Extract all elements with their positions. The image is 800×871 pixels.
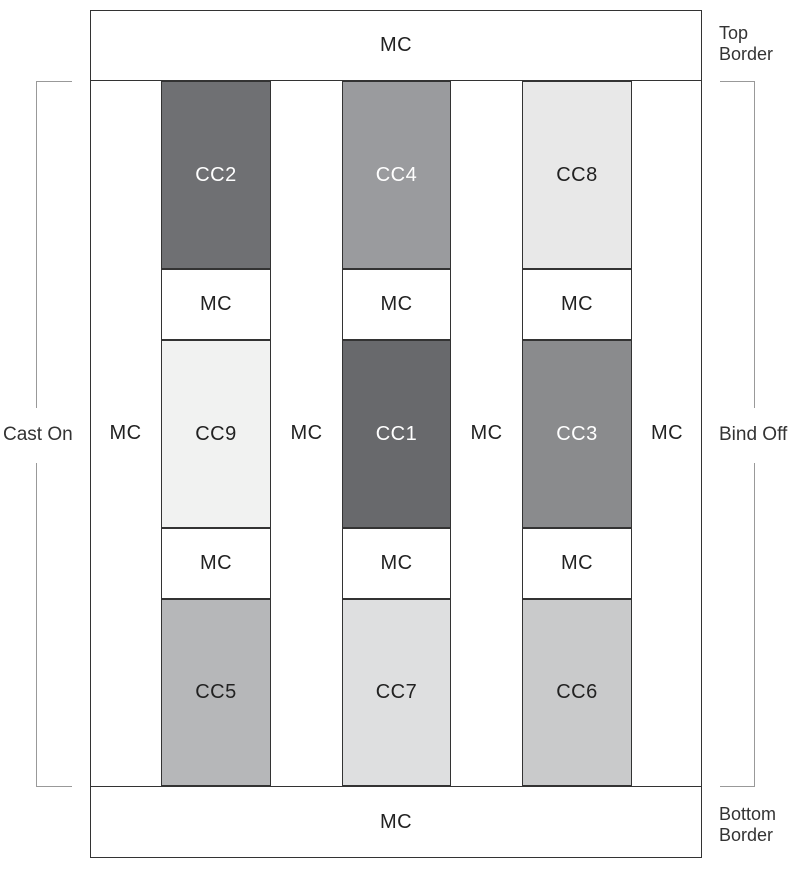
bottom-border-caption: Bottom Border <box>719 804 776 846</box>
block-label: MC <box>380 293 413 315</box>
block-label: CC8 <box>556 163 598 186</box>
mc-strip-label: MC <box>109 422 142 444</box>
block-cc7: CC7 <box>342 599 451 786</box>
bind-off-bracket-top <box>720 81 755 408</box>
block-label: MC <box>560 293 594 315</box>
bottom-border-caption-line2: Border <box>719 825 774 845</box>
block-mc: MC <box>161 528 271 599</box>
bind-off-bracket-bottom <box>720 463 755 787</box>
cast-on-label: Cast On <box>3 424 73 445</box>
block-mc: MC <box>522 269 632 340</box>
block-label: MC <box>199 552 233 574</box>
block-mc: MC <box>522 528 632 599</box>
block-label: CC1 <box>375 422 418 445</box>
bottom-border-caption-line1: Bottom <box>719 804 777 824</box>
top-border-caption: Top Border <box>719 23 773 65</box>
block-label: CC7 <box>375 681 418 703</box>
top-border-label: MC <box>379 34 413 56</box>
block-mc: MC <box>342 269 451 340</box>
bottom-border-mc: MC <box>90 786 702 858</box>
mc-strip-label: MC <box>470 422 503 444</box>
block-label: CC9 <box>195 422 237 445</box>
mc-strip-3: MC <box>451 81 522 786</box>
top-border-caption-line1: Top <box>719 23 749 43</box>
block-cc1: CC1 <box>342 340 451 528</box>
block-cc4: CC4 <box>342 81 451 269</box>
cast-on-bracket-top <box>36 81 72 408</box>
block-label: MC <box>380 552 413 574</box>
block-label: CC4 <box>375 163 418 186</box>
block-cc5: CC5 <box>161 599 271 786</box>
block-mc: MC <box>161 269 271 340</box>
block-cc3: CC3 <box>522 340 632 528</box>
bottom-border-label: MC <box>379 810 413 833</box>
mc-strip-4: MC <box>632 81 702 786</box>
block-mc: MC <box>342 528 451 599</box>
block-label: CC2 <box>195 163 237 186</box>
block-cc6: CC6 <box>522 599 632 786</box>
block-cc8: CC8 <box>522 81 632 269</box>
block-cc9: CC9 <box>161 340 271 528</box>
cast-on-bracket-bottom <box>36 463 72 787</box>
mc-strip-2: MC <box>271 81 342 786</box>
block-label: CC5 <box>195 681 237 703</box>
block-label: MC <box>560 552 594 574</box>
block-label: MC <box>199 293 233 315</box>
block-cc2: CC2 <box>161 81 271 269</box>
top-border-mc: MC <box>90 10 702 81</box>
mc-strip-label: MC <box>650 422 684 444</box>
block-label: CC3 <box>556 422 598 445</box>
block-label: CC6 <box>556 681 598 703</box>
mc-strip-label: MC <box>290 422 323 444</box>
top-border-caption-line2: Border <box>719 44 774 64</box>
mc-strip-1: MC <box>90 81 161 786</box>
bind-off-label: Bind Off <box>719 424 788 445</box>
